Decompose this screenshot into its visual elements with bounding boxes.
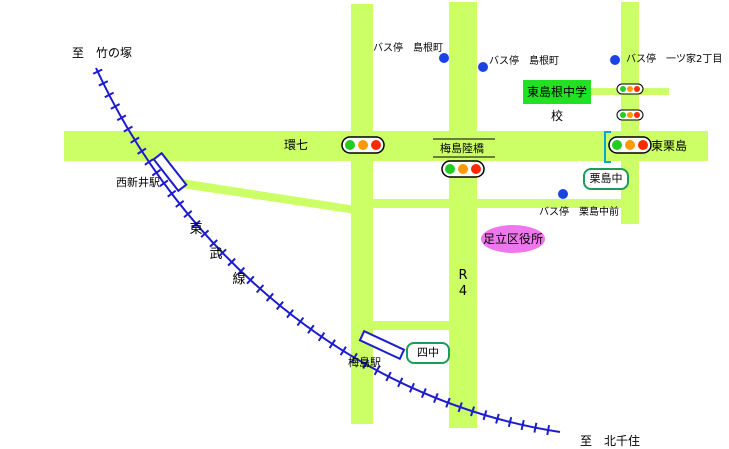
bus-stop-icon	[558, 189, 568, 199]
railway-tie	[104, 91, 115, 99]
railway-tie	[520, 419, 525, 431]
traffic-signal-icon	[608, 136, 652, 154]
railway-tie	[265, 292, 274, 302]
railway-tie	[373, 365, 381, 376]
railway-tie	[92, 68, 103, 75]
traffic-signals	[341, 83, 652, 178]
bus-stops	[439, 53, 620, 199]
railway-tie	[275, 301, 284, 311]
railway-tie	[328, 339, 336, 349]
bus-stop-icon	[439, 53, 449, 63]
railway-tie	[433, 392, 439, 404]
railway-tie	[420, 388, 427, 399]
railway-tie	[110, 103, 121, 110]
railway-tie	[175, 200, 185, 208]
station-nishiarai-platform	[152, 151, 188, 193]
railway-tie	[397, 377, 404, 388]
railway-tie	[227, 257, 236, 267]
railway-tie	[144, 158, 154, 166]
intersection-bracket	[604, 131, 611, 163]
road-left-vertical	[351, 4, 373, 424]
railway-tie	[546, 424, 551, 436]
overpass-label: 梅島陸橋	[440, 142, 484, 155]
railway-tie	[191, 219, 201, 228]
railway-tie	[123, 125, 133, 133]
traffic-signal-icon	[616, 83, 644, 95]
destination-kitasenju: 至 北千住	[580, 434, 641, 448]
traffic-signal-icon	[616, 109, 644, 121]
bus-stop-label-hitotsuya: バス停 一ツ家2丁目	[626, 54, 723, 65]
railway-tie	[362, 359, 369, 370]
overpass-marks	[433, 138, 495, 158]
road-nishiarai-diagonal	[175, 178, 356, 214]
road-kannana	[64, 131, 708, 161]
railway-tie	[533, 422, 538, 433]
railway-tie	[246, 275, 255, 285]
railway-tie	[470, 406, 476, 417]
railway-tie	[317, 331, 326, 342]
station-umejima-label: 梅島駅	[348, 356, 381, 369]
route4-label-4: 4	[458, 284, 468, 299]
railway-tie	[482, 410, 488, 421]
railway-tobu	[92, 67, 561, 436]
railway-tie	[296, 316, 305, 327]
railway-tie	[209, 239, 218, 248]
place-label-higashikurihara: 東栗島	[651, 139, 688, 153]
ward-office-adachi: 足立区役所	[481, 225, 545, 253]
badge-kurishimachu: 栗島中	[583, 168, 629, 190]
railway-tie	[495, 413, 500, 424]
railway-tie	[159, 179, 169, 188]
road-label-kannana: 環七	[284, 138, 309, 152]
road-kurishima	[477, 199, 621, 208]
railway-tie	[445, 397, 451, 408]
railway-tie	[200, 229, 210, 238]
bus-stop-label-kurishimachumae: バス停 栗島中前	[539, 207, 619, 218]
railway-tie	[339, 346, 347, 356]
bus-stop-icon	[478, 62, 488, 72]
destination-takenotsuka: 至 竹の塚	[72, 46, 133, 60]
railway-name-2: 武	[209, 247, 223, 262]
roads	[64, 2, 708, 428]
road-middle-horizontal	[373, 199, 449, 208]
railway-name-3: 線	[232, 272, 246, 287]
route4-label-r: R	[458, 268, 468, 283]
railway-tie	[137, 147, 147, 155]
bus-stop-label-shimanecho-2: バス停 島根町	[489, 56, 559, 67]
railway-tie	[286, 309, 294, 319]
railway-tie	[256, 284, 265, 294]
school-higashishimane: 東島根中学校	[523, 80, 591, 123]
railway-tie	[130, 136, 140, 144]
railway-tie	[98, 80, 109, 87]
station-umejima-platform	[358, 329, 406, 361]
railway-name-1: 東	[189, 222, 203, 237]
bus-stop-icon	[610, 55, 620, 65]
railway-tie	[350, 352, 358, 363]
bus-stop-label-shimanecho-1: バス停 島根町	[373, 43, 443, 54]
traffic-signal-icon	[341, 136, 385, 154]
railway-tie	[507, 416, 513, 428]
railway-tie	[151, 168, 162, 177]
badge-yonchu: 四中	[406, 342, 450, 364]
railway-tie	[167, 189, 177, 198]
railway-tie	[183, 210, 193, 218]
railway-tie	[236, 266, 246, 276]
road-lower-horizontal	[373, 321, 449, 330]
railway-tie	[218, 248, 227, 257]
road-route4	[449, 2, 477, 428]
railway-tie	[116, 114, 127, 122]
traffic-signal-icon	[441, 160, 485, 178]
railway-tie	[408, 382, 415, 393]
railway-tie	[457, 402, 463, 413]
railway-tie	[307, 324, 315, 334]
railway-tie	[385, 371, 392, 382]
station-nishiarai-label: 西新井駅	[116, 176, 160, 189]
